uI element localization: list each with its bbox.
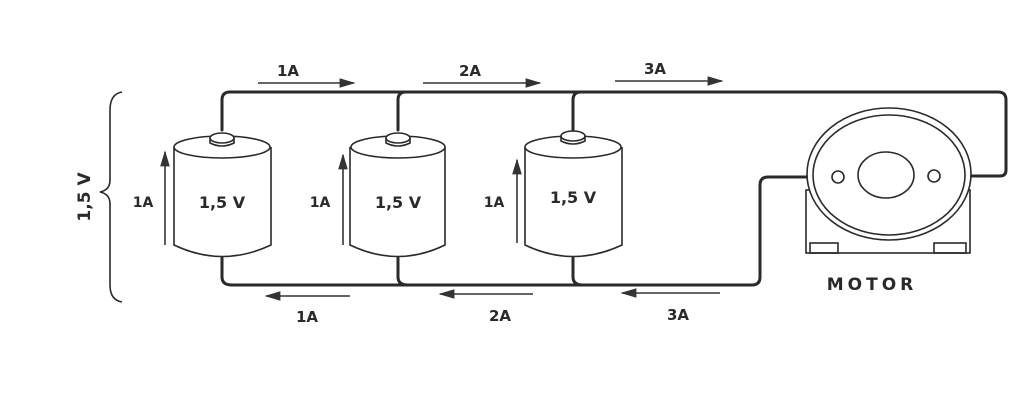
bottom-current-label-2: 2A [489, 307, 511, 325]
bottom-current-label-3: 3A [667, 306, 689, 324]
battery-3-label: 1,5 V [550, 188, 597, 207]
top-tap-3 [571, 90, 583, 132]
battery-2: 1,5 V 1A [310, 132, 446, 258]
bottom-current-label-1: 1A [296, 308, 318, 326]
battery-1-label: 1,5 V [199, 193, 246, 212]
bottom-tap-3 [571, 256, 585, 287]
top-wire [220, 90, 1008, 178]
motor-terminal-left [831, 170, 845, 184]
battery-1: 1,5 V 1A [133, 132, 272, 258]
top-current-label-3: 3A [644, 60, 666, 78]
motor-terminal-right [927, 169, 941, 183]
top-tap-2 [396, 90, 408, 132]
battery-2-current-label: 1A [310, 195, 331, 211]
battery-2-label: 1,5 V [375, 193, 422, 212]
battery-3: 1,5 V 1A [484, 130, 623, 258]
battery-3-current-label: 1A [484, 195, 505, 211]
battery-1-current-label: 1A [133, 195, 154, 211]
motor: MOTOR [805, 107, 972, 295]
motor-label: MOTOR [827, 275, 918, 295]
top-current-label-2: 2A [459, 62, 481, 80]
bottom-wire [220, 175, 838, 287]
voltage-brace-label: 1,5 V [75, 172, 95, 222]
bottom-tap-2 [396, 256, 410, 287]
voltage-brace [99, 91, 123, 303]
top-current-label-1: 1A [277, 62, 299, 80]
